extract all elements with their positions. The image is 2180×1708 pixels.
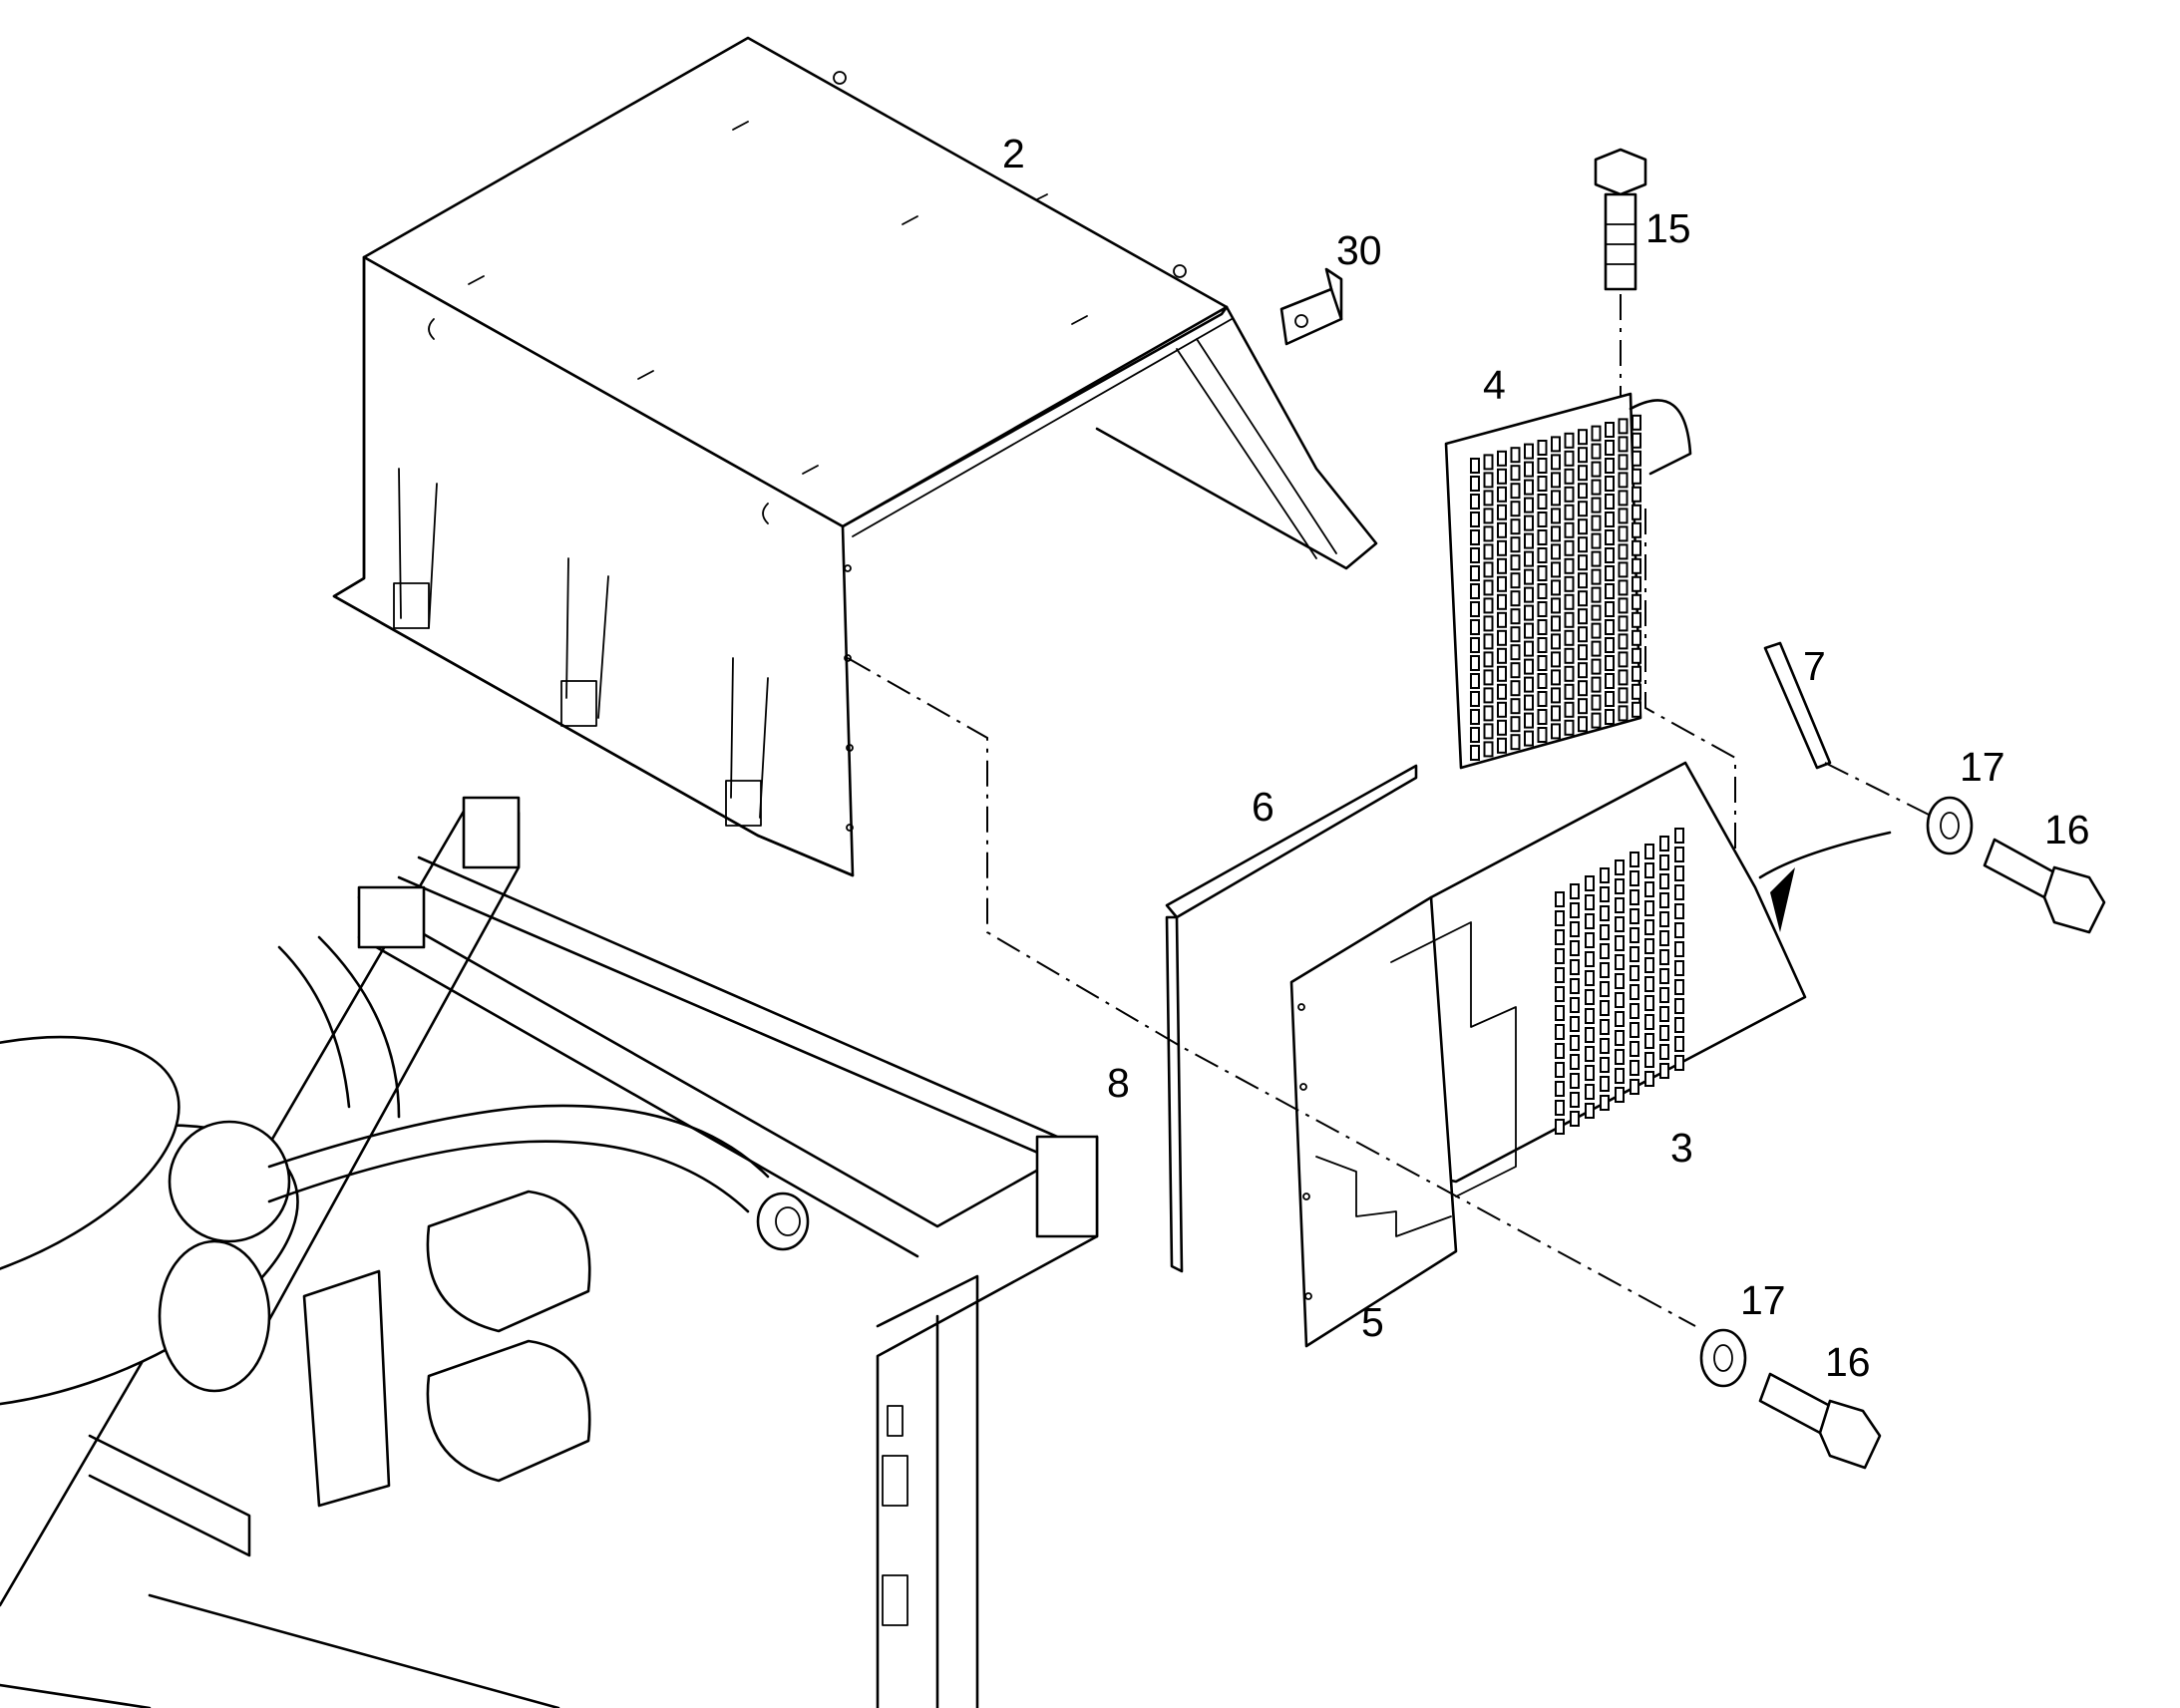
perforated-panel-part-4 bbox=[1444, 392, 1736, 907]
strip-part-7 bbox=[1763, 641, 1936, 819]
callout-16-upper: 16 bbox=[2044, 807, 2090, 853]
callout-30: 30 bbox=[1336, 227, 1382, 273]
callout-5: 5 bbox=[1361, 1299, 1384, 1345]
seal-strip-part-6 bbox=[1165, 764, 1418, 919]
callout-4: 4 bbox=[1483, 362, 1506, 408]
callout-8: 8 bbox=[1107, 1060, 1130, 1106]
callout-7: 7 bbox=[1803, 643, 1826, 689]
bolt-part-16-lower bbox=[1758, 1372, 1882, 1470]
callout-6: 6 bbox=[1252, 784, 1274, 830]
callout-15: 15 bbox=[1645, 205, 1691, 251]
callout-3: 3 bbox=[1670, 1125, 1693, 1171]
callout-17-upper: 17 bbox=[1960, 744, 2005, 790]
bolt-part-16-upper bbox=[1983, 838, 2106, 934]
bracket-part-30 bbox=[1279, 267, 1343, 346]
callout-17-lower: 17 bbox=[1740, 1277, 1786, 1323]
callout-labels: 2 30 15 4 7 17 16 6 8 3 5 17 16 bbox=[1002, 131, 2090, 1385]
hood-cover-part-2 bbox=[332, 36, 1378, 877]
washer-part-17-upper bbox=[1926, 796, 1974, 855]
side-panel-part-5 bbox=[1289, 895, 1517, 1348]
seal-strip-part-8 bbox=[1165, 915, 1184, 1273]
callout-2: 2 bbox=[1002, 131, 1025, 176]
bolt-part-15 bbox=[1594, 148, 1647, 459]
perforated-panel-part-3 bbox=[1429, 761, 1892, 1184]
callout-16-lower: 16 bbox=[1825, 1339, 1871, 1385]
base-frame bbox=[0, 796, 1099, 1708]
washer-part-17-lower bbox=[1699, 1328, 1747, 1388]
